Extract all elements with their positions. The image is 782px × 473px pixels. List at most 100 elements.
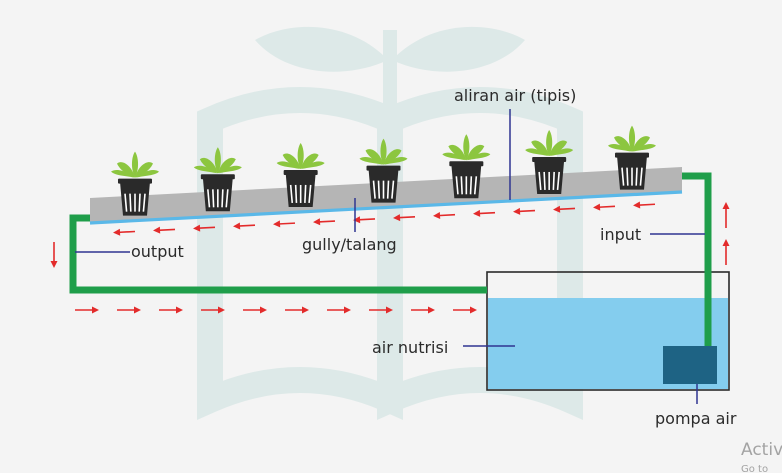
pot-slot [372, 180, 376, 199]
leaf [383, 149, 402, 165]
pot-rim [366, 165, 401, 171]
leaf [546, 129, 553, 156]
pot-slot [212, 189, 215, 208]
pot-slot [294, 184, 298, 204]
gully-water-film [89, 190, 683, 225]
flow-arrow-icon [369, 306, 393, 314]
pot-rim [615, 152, 649, 158]
flow-arrow-icon [633, 201, 656, 209]
plant-row [111, 125, 656, 216]
activation-watermark-line1: Activ [741, 440, 782, 460]
seedling-icon [359, 138, 408, 165]
pot-slot [621, 167, 625, 186]
book-plant-logo [197, 26, 583, 420]
pot-slot [635, 167, 638, 186]
seedling-icon [525, 129, 574, 156]
leaf [199, 157, 218, 174]
flow-arrow-icon [193, 224, 216, 232]
plant-pot [525, 129, 574, 194]
input-label: input [600, 225, 641, 244]
leaf [117, 162, 135, 178]
logo-book-right [377, 87, 583, 420]
leaf [463, 134, 470, 161]
plant-pot [608, 125, 656, 190]
flow-arrow-icon [393, 214, 416, 222]
logo-leaf-right [392, 26, 525, 72]
pot-slot [129, 193, 132, 212]
pipes [69, 172, 712, 348]
leaf [614, 136, 632, 152]
flow-arrow-icon [722, 202, 730, 228]
pot-rim [283, 169, 318, 175]
flow-label: aliran air (tipis) [454, 86, 576, 105]
pot-rim [449, 161, 484, 167]
flow-arrow-icon [273, 220, 296, 228]
pot-slot [473, 176, 478, 195]
flow-arrow-icon [75, 306, 99, 314]
flow-arrow-icon [411, 306, 435, 314]
leaf [466, 144, 485, 161]
pot-slot [626, 167, 629, 186]
flow-arrows [50, 201, 730, 314]
pot-slot [460, 176, 463, 195]
leaf [297, 142, 304, 169]
pot-slot [289, 184, 294, 204]
gully-label: gully/talang [302, 235, 397, 254]
leaf [131, 151, 139, 178]
leaf [384, 157, 408, 165]
flow-arrow-icon [553, 205, 576, 213]
pot-slot [455, 176, 459, 195]
leaf [300, 153, 319, 169]
flow-arrow-icon [722, 239, 730, 265]
leaf [442, 152, 466, 161]
pot-slot [469, 176, 473, 195]
output-pipe [69, 214, 487, 294]
leaf [608, 144, 631, 152]
leaf [365, 149, 384, 165]
leaf [276, 161, 300, 169]
leaf [628, 125, 636, 152]
leaf [218, 165, 242, 174]
plant-pot [193, 147, 242, 212]
pot-slot [538, 171, 542, 191]
pot-slot [391, 180, 395, 199]
pot-slot [225, 189, 229, 208]
pot-slot [207, 189, 211, 208]
pump-label: pompa air [655, 409, 737, 428]
nutrient-label: air nutrisi [372, 338, 448, 357]
leaf [549, 140, 568, 156]
leaf [531, 140, 550, 156]
flow-arrow-icon [313, 218, 336, 226]
pot-rim [532, 156, 567, 162]
leaf [359, 157, 383, 165]
leaf [525, 148, 549, 156]
flow-arrow-icon [285, 306, 309, 314]
activation-watermark-line2: Go to [741, 464, 768, 473]
leaf [632, 136, 650, 152]
pot-slot [142, 193, 146, 212]
seedling-icon [608, 125, 656, 152]
flow-arrow-icon [153, 226, 176, 234]
leaf [467, 152, 491, 161]
pot-slot [543, 171, 546, 190]
pot-slot [552, 171, 555, 190]
plant-pot [359, 138, 408, 203]
flow-arrow-icon [353, 216, 376, 224]
seedling-icon [442, 134, 491, 161]
leaf [217, 157, 236, 174]
flow-arrow-icon [433, 212, 456, 220]
leaf [301, 161, 325, 169]
leaf [448, 144, 467, 161]
leaf [380, 138, 387, 165]
leaf [193, 165, 217, 174]
output-label: output [131, 242, 184, 261]
pot-slot [304, 184, 307, 204]
pot-slot [386, 180, 390, 199]
water-pump [663, 346, 717, 384]
logo-leaf-left [255, 26, 388, 72]
leaf [136, 170, 159, 178]
flow-arrow-icon [113, 228, 136, 236]
leaf [633, 144, 656, 152]
